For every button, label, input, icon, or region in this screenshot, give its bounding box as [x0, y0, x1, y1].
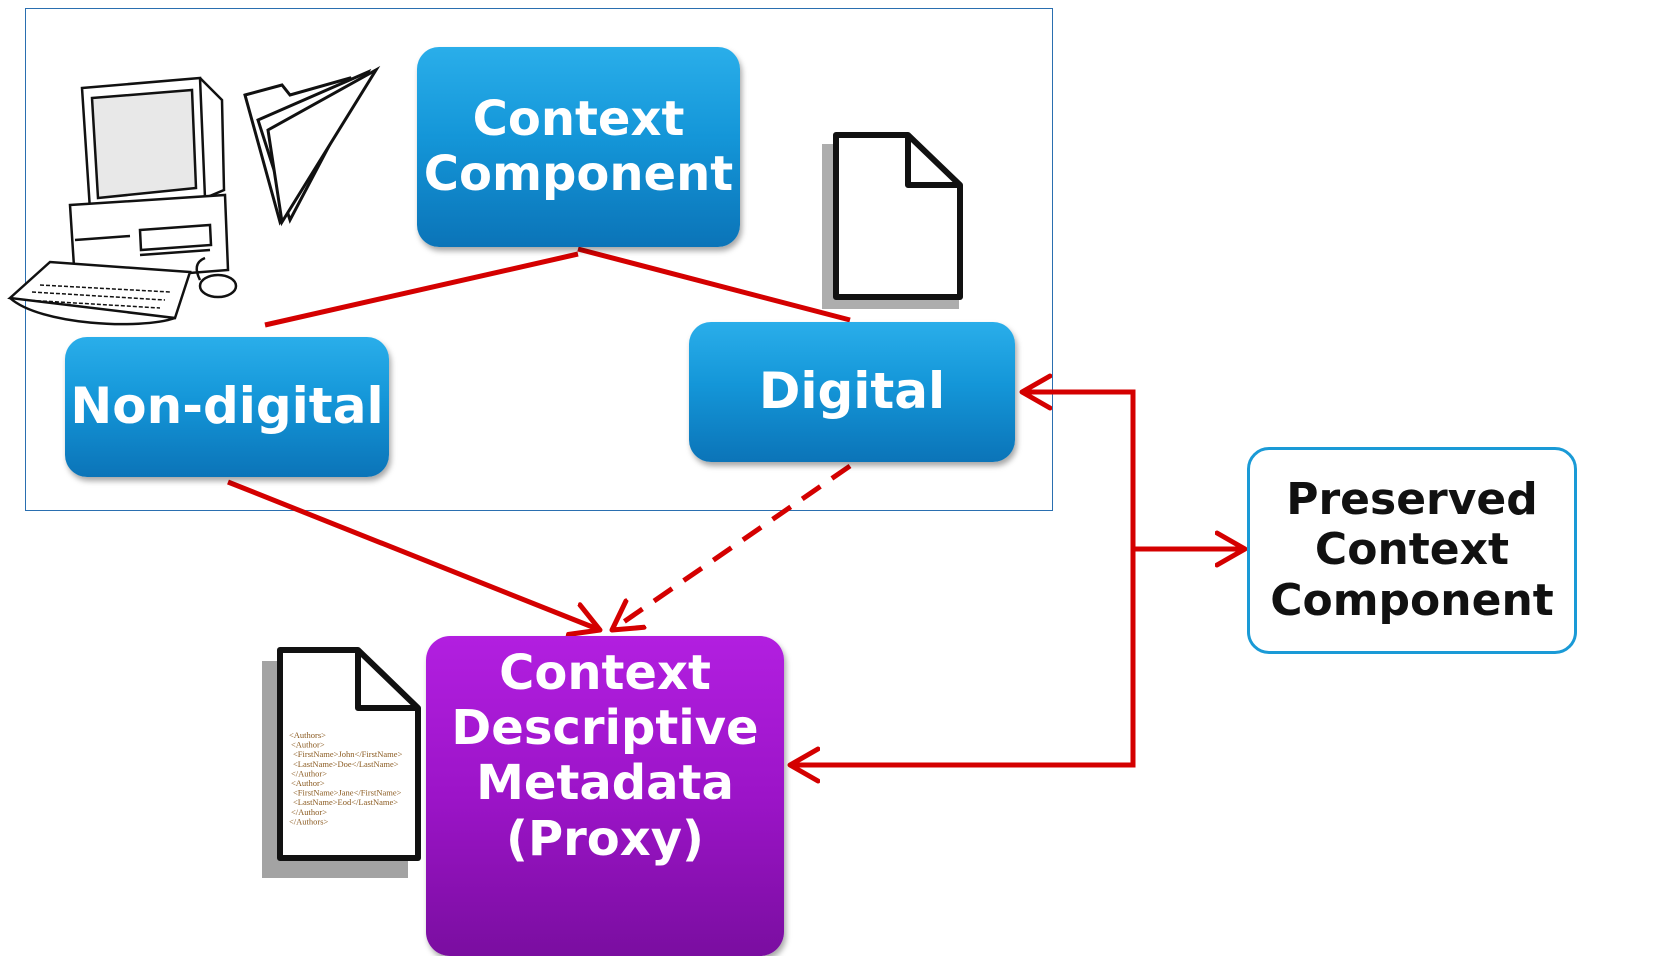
non-digital-label: Non-digital	[70, 377, 384, 436]
folder-icon	[243, 65, 381, 227]
xml-line: <FirstName>John</FirstName>	[293, 749, 403, 759]
xml-line: <Author>	[291, 778, 325, 788]
xml-document-icon: <Authors><Author><FirstName>John</FirstN…	[262, 647, 421, 878]
xml-line: </Author>	[291, 768, 327, 778]
document-icon	[822, 132, 963, 309]
xml-line: <LastName>Doe</LastName>	[293, 759, 399, 769]
context-descriptive-metadata-label: Context Descriptive Metadata (Proxy)	[451, 645, 759, 867]
context-component-label: Context Component	[423, 90, 734, 202]
connector-context-to-nondigital	[264, 251, 579, 328]
preserved-context-component-box: Preserved Context Component	[1247, 447, 1577, 654]
xml-line: <Authors>	[289, 730, 326, 740]
connector-context-to-digital	[577, 246, 851, 323]
preserved-context-component-label: Preserved Context Component	[1270, 473, 1554, 626]
computer-icon	[7, 76, 238, 326]
non-digital-box: Non-digital	[65, 337, 389, 477]
context-descriptive-metadata-box: Context Descriptive Metadata (Proxy)	[426, 636, 784, 956]
arrow-nondigital-to-proxy	[227, 479, 600, 630]
arrow-digital-to-proxy	[612, 463, 852, 630]
xml-line: <LastName>Eod</LastName>	[293, 797, 398, 807]
digital-box: Digital	[689, 322, 1015, 462]
xml-line: <Author>	[291, 740, 325, 750]
context-group-frame	[25, 8, 1053, 511]
xml-line: <FirstName>Jane</FirstName>	[293, 788, 402, 798]
context-component-box: Context Component	[417, 47, 740, 247]
xml-line: </Authors>	[289, 816, 329, 826]
bracket-connector	[790, 389, 1136, 768]
digital-label: Digital	[758, 362, 946, 421]
xml-line: </Author>	[291, 807, 327, 817]
